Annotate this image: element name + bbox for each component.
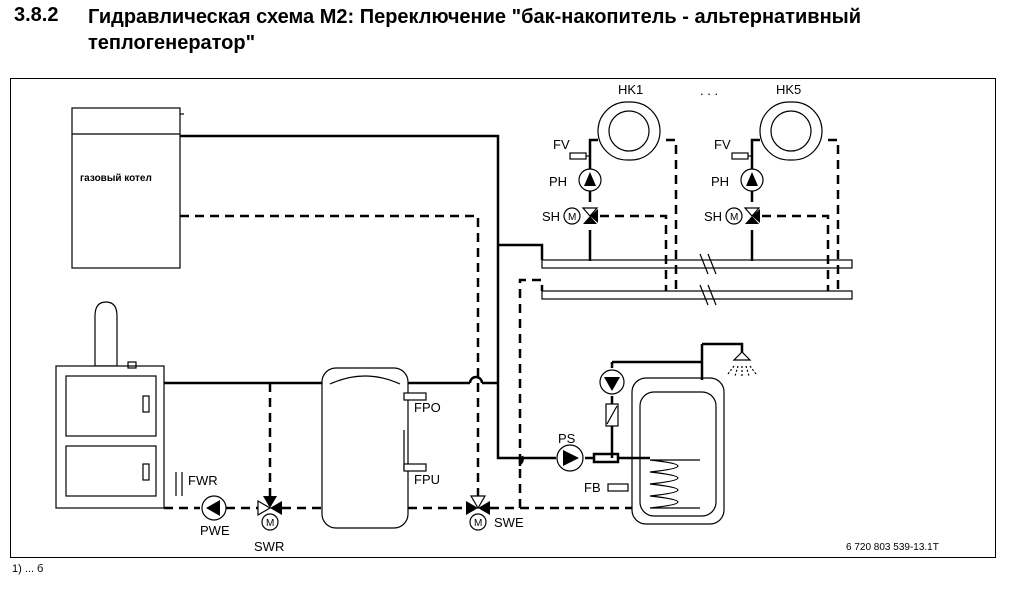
valve-swe: M: [466, 495, 490, 531]
sensor-fwr: [175, 472, 183, 496]
swr-motor-label: M: [266, 518, 274, 529]
sh1-label: SH: [542, 209, 560, 224]
distribution-header: [541, 253, 853, 306]
return-pipes: [164, 138, 840, 510]
fpo-label: FPO: [414, 400, 441, 415]
sh5-label: SH: [704, 209, 722, 224]
footnote: 1) ... б: [12, 563, 44, 575]
heating-circuit-5: HK5: [759, 82, 823, 161]
hk1-label: HK1: [618, 82, 643, 97]
fwr-label: FWR: [188, 473, 218, 488]
sensor-fv-1: [569, 152, 590, 160]
ph5-label: PH: [711, 174, 729, 189]
ph1-label: PH: [549, 174, 567, 189]
dhw-tank: [631, 377, 725, 525]
mixing-valve-sh-1: M: [563, 207, 599, 225]
swe-motor-label: M: [474, 518, 482, 529]
fv5-label: FV: [714, 137, 731, 152]
circuits-ellipsis: . . .: [700, 83, 718, 98]
flow-pipes: [164, 134, 760, 464]
pump-pwe: [201, 495, 227, 521]
pump-ps: [556, 444, 584, 472]
section-number: 3.8.2: [14, 4, 59, 26]
diagram-frame: [10, 78, 996, 558]
buffer-tank: [321, 367, 409, 529]
hk5-label: HK5: [776, 82, 801, 97]
drawing-id: 6 720 803 539-13.1T: [846, 542, 939, 553]
fpu-label: FPU: [414, 472, 440, 487]
swe-label: SWE: [494, 515, 524, 530]
valve-swr: M: [257, 496, 282, 531]
gas-boiler-label: газовый котел: [80, 173, 152, 184]
sh1-motor-label: M: [568, 212, 576, 223]
sh5-motor-label: M: [730, 212, 738, 223]
fv1-label: FV: [553, 137, 570, 152]
mixing-valve-sh-5: M: [725, 207, 761, 225]
sensor-fpo: [403, 392, 427, 401]
ps-label: PS: [558, 431, 576, 446]
sensor-fv-5: [731, 152, 752, 160]
heating-circuit-1: HK1: [597, 82, 661, 161]
sensor-fpu: [403, 463, 427, 472]
swr-label: SWR: [254, 539, 284, 554]
fb-label: FB: [584, 480, 601, 495]
solid-fuel-boiler: [55, 301, 165, 509]
gas-boiler: газовый котел: [71, 107, 184, 269]
pump-ph-5: [740, 168, 764, 192]
sensor-fb: [607, 483, 629, 492]
pump-ph-1: [578, 168, 602, 192]
pump-dhw-circulation: [599, 369, 625, 427]
pwe-label: PWE: [200, 523, 230, 538]
section-title: Гидравлическая схема М2: Переключение "б…: [88, 6, 862, 54]
shower-head-icon: [727, 351, 757, 378]
